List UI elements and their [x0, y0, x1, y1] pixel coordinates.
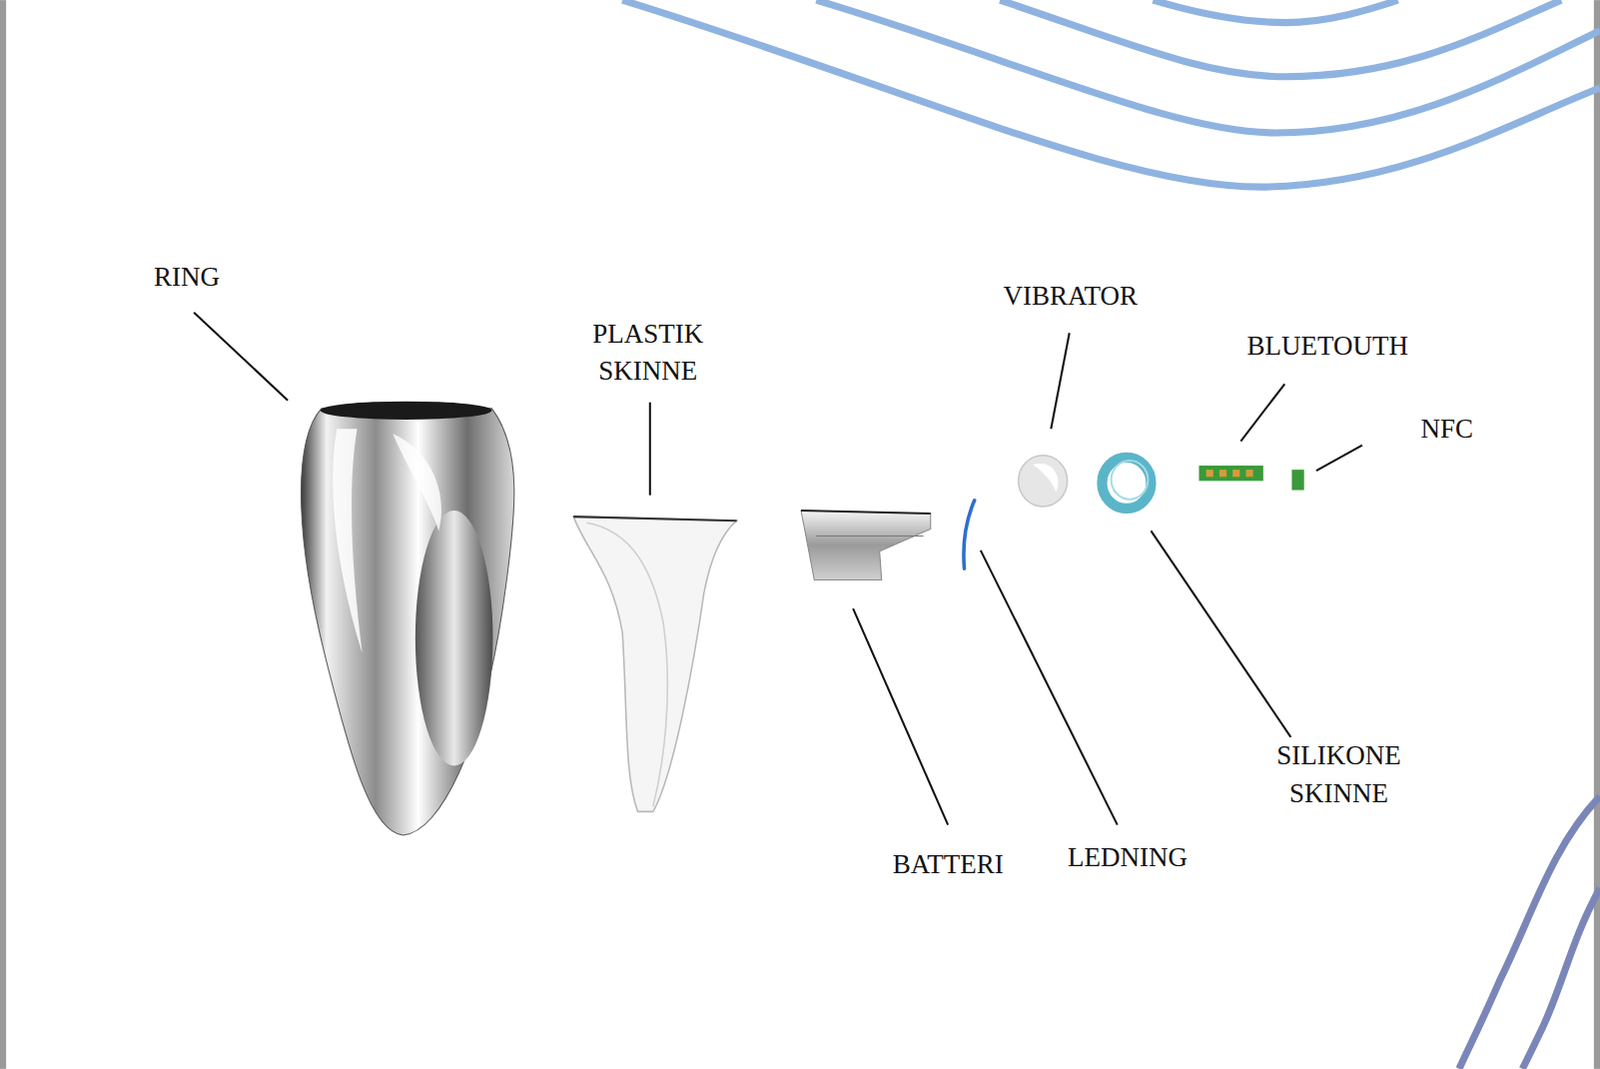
silicone-shell-figure — [1101, 457, 1151, 509]
plastic-shell-top — [573, 516, 737, 521]
part-label: BATTERI — [889, 845, 1007, 884]
leader-lines — [193, 312, 1363, 825]
battery — [800, 510, 931, 580]
leader-line — [649, 402, 652, 496]
leader-line — [1316, 445, 1363, 472]
wave-line — [1522, 887, 1600, 1069]
leader-line — [1150, 530, 1291, 737]
part-label: SILIKONE SKINNE — [1246, 738, 1432, 814]
ring-band-opening — [415, 510, 494, 766]
bluetooth-board — [1198, 465, 1263, 481]
part-label: VIBRATOR — [999, 277, 1141, 316]
wave-line — [1459, 796, 1600, 1069]
wave-line — [815, 0, 1600, 133]
part-label: NFC — [1417, 410, 1477, 449]
part-label: LEDNING — [1064, 838, 1191, 877]
chip-pad — [1245, 469, 1253, 477]
nfc-chip — [1291, 469, 1304, 490]
battery-top — [800, 510, 931, 514]
silicone-ring — [1101, 457, 1151, 509]
wave-decoration — [1459, 796, 1600, 1069]
silicone-ring-inner — [1111, 460, 1149, 500]
ring-highlight — [332, 428, 362, 654]
plastic-shell-edge — [586, 522, 668, 806]
part-label: PLASTIK SKINNE — [560, 315, 736, 392]
wire — [963, 500, 975, 569]
battery-edge — [815, 535, 923, 537]
ring-top-face — [320, 401, 493, 420]
vibrator-highlight — [1032, 463, 1059, 493]
leader-line — [1240, 383, 1285, 441]
plastic-shell-figure — [573, 516, 737, 811]
leader-line — [852, 608, 948, 825]
vibrator — [1018, 455, 1068, 507]
leader-line — [193, 312, 288, 401]
wave-line — [999, 0, 1562, 77]
chip-pad — [1206, 469, 1214, 477]
wave-line — [622, 0, 1600, 187]
part-label: RING — [150, 258, 223, 297]
chip-pad — [1232, 469, 1240, 477]
wave-decoration — [622, 0, 1600, 187]
frame-bar — [0, 0, 6, 1069]
part-label: BLUETOUTH — [1243, 327, 1412, 366]
ring-body — [301, 408, 515, 835]
vibrator-figure — [1018, 455, 1068, 507]
chip-pad — [1219, 469, 1227, 477]
leader-line — [980, 550, 1118, 825]
frame-bar — [1594, 0, 1600, 1069]
battery-figure — [800, 510, 931, 580]
bluetooth-figure — [1198, 465, 1263, 481]
wave-line — [1153, 0, 1399, 22]
leader-line — [1050, 332, 1069, 429]
ring-highlight — [392, 433, 442, 531]
plastic-shell — [573, 516, 737, 811]
ring-figure — [301, 401, 515, 835]
